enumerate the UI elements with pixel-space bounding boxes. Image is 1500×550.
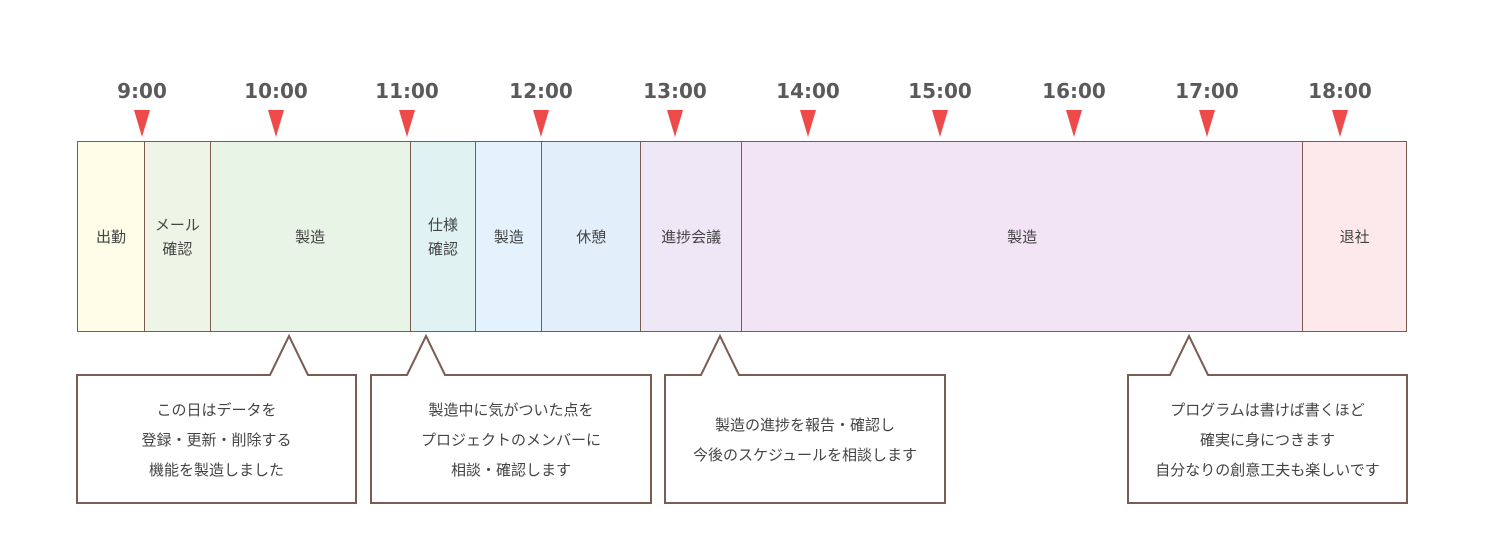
time-label-0900: 9:00 (117, 79, 167, 103)
callout-programming: プログラムは書けば書くほど 確実に身につきます 自分なりの創意工夫も楽しいです (1127, 333, 1408, 504)
callout-development: この日はデータを 登録・更新・削除する 機能を製造しました (76, 333, 357, 504)
segment-development-1: 製造 (209, 142, 410, 331)
segment-leave: 退社 (1302, 142, 1407, 331)
segment-development-2: 製造 (475, 142, 542, 331)
callout-bubble-spec-check (370, 333, 652, 504)
segment-spec-check: 仕様 確認 (409, 142, 476, 331)
time-marker-1300-icon (667, 110, 683, 137)
segment-email-check: メール 確認 (143, 142, 210, 331)
time-label-1600: 16:00 (1042, 79, 1106, 103)
callout-bubble-programming (1127, 333, 1408, 504)
time-marker-1500-icon (932, 110, 948, 137)
time-label-1200: 12:00 (509, 79, 573, 103)
segment-break: 休憩 (541, 142, 641, 331)
time-marker-0900-icon (134, 110, 150, 137)
time-label-1400: 14:00 (776, 79, 840, 103)
time-marker-1700-icon (1199, 110, 1215, 137)
callout-text-development: この日はデータを 登録・更新・削除する 機能を製造しました (141, 400, 292, 479)
time-marker-1800-icon (1332, 110, 1348, 137)
time-label-1100: 11:00 (375, 79, 439, 103)
time-label-1800: 18:00 (1308, 79, 1372, 103)
callout-text-programming: プログラムは書けば書くほど 確実に身につきます 自分なりの創意工夫も楽しいです (1155, 400, 1380, 479)
schedule-timeline: 出勤 メール 確認 製造 仕様 確認 製造 休憩 進捗会議 製造 退社 (77, 141, 1407, 332)
time-marker-1000-icon (268, 110, 284, 137)
time-marker-1600-icon (1066, 110, 1082, 137)
callout-bubble-development (76, 333, 357, 504)
callout-text-progress-meeting: 製造の進捗を報告・確認し 今後のスケジュールを相談します (693, 415, 917, 464)
segment-arrival: 出勤 (78, 142, 144, 331)
callout-text-spec-check: 製造中に気がついた点を プロジェクトのメンバーに 相談・確認します (420, 400, 601, 479)
time-label-1000: 10:00 (244, 79, 308, 103)
time-label-1700: 17:00 (1175, 79, 1239, 103)
time-marker-1100-icon (399, 110, 415, 137)
callout-bubble-progress-meeting (664, 333, 946, 504)
time-marker-1400-icon (800, 110, 816, 137)
callout-progress-meeting: 製造の進捗を報告・確認し 今後のスケジュールを相談します (664, 333, 946, 504)
time-label-1300: 13:00 (643, 79, 707, 103)
time-label-1500: 15:00 (908, 79, 972, 103)
callout-spec-check: 製造中に気がついた点を プロジェクトのメンバーに 相談・確認します (370, 333, 652, 504)
segment-development-3: 製造 (741, 142, 1303, 331)
time-marker-1200-icon (533, 110, 549, 137)
segment-progress-meeting: 進捗会議 (640, 142, 742, 331)
